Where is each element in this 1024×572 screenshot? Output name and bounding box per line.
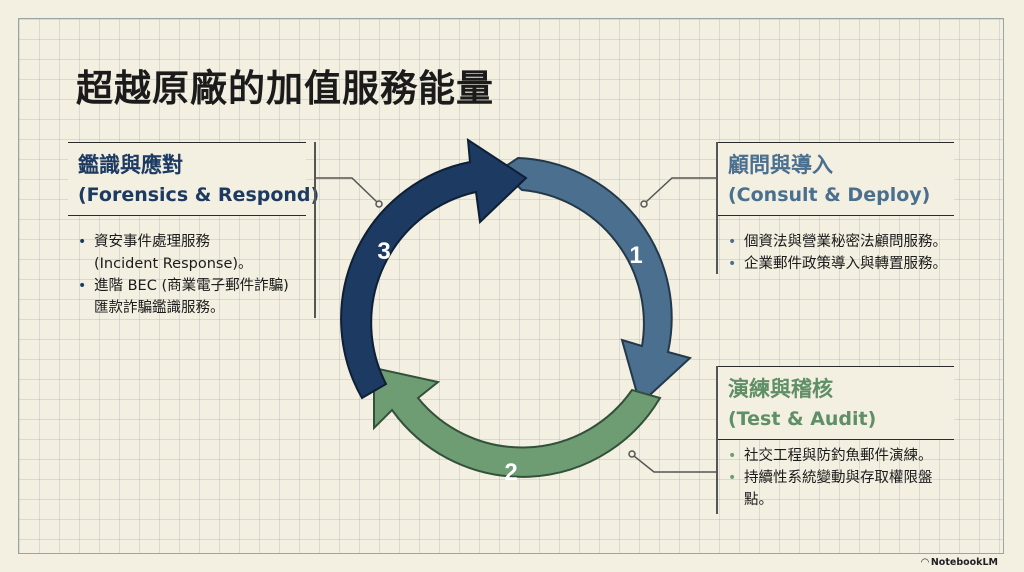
list-item: •資安事件處理服務: [78, 234, 210, 250]
step-1-number: 1: [629, 242, 642, 269]
list-item: •企業郵件政策導入與轉置服務。: [728, 256, 947, 272]
list-item: 點。: [744, 492, 773, 508]
list-item: (Incident Response)。: [94, 256, 253, 272]
arrow-arc-3: [340, 138, 528, 400]
arrow-arc-2: [373, 366, 662, 478]
grid-background: [18, 18, 1004, 554]
brand-label: ◠NotebookLM: [921, 557, 998, 568]
consult-heading: 顧問與導入: [728, 153, 833, 177]
forensics-bullets: •資安事件處理服務 (Incident Response)。 •進階 BEC (…: [78, 232, 312, 320]
page-title: 超越原廠的加值服務能量: [76, 67, 494, 110]
forensics-divider: [314, 142, 316, 318]
consult-bullets: •個資法與營業秘密法顧問服務。 •企業郵件政策導入與轉置服務。: [728, 232, 968, 276]
list-item: 匯款詐騙鑑識服務。: [94, 300, 225, 316]
forensics-header-box: 鑑識與應對 (Forensics & Respond): [68, 142, 319, 216]
connector-consult: [645, 177, 716, 203]
audit-heading: 演練與稽核: [728, 377, 833, 401]
step-3-number: 3: [377, 238, 390, 265]
connector-dot-audit: [628, 450, 636, 458]
connector-audit: [633, 455, 716, 473]
list-item: •持續性系統變動與存取權限盤: [728, 470, 933, 486]
connector-forensics: [316, 177, 379, 204]
connector-dot-forensics: [375, 200, 383, 208]
list-item: •進階 BEC (商業電子郵件詐騙): [78, 278, 289, 294]
brand-text: NotebookLM: [930, 557, 998, 568]
audit-subheading: (Test & Audit): [728, 408, 877, 430]
audit-header-box: 演練與稽核 (Test & Audit): [718, 366, 954, 440]
arrow-arc-1: [498, 156, 693, 406]
notebooklm-logo-icon: ◠: [921, 557, 929, 568]
forensics-heading: 鑑識與應對: [78, 153, 183, 177]
consult-subheading: (Consult & Deploy): [728, 184, 931, 206]
list-item: •個資法與營業秘密法顧問服務。: [728, 234, 947, 250]
audit-divider: [716, 366, 718, 514]
step-2-number: 2: [504, 459, 517, 486]
forensics-subheading: (Forensics & Respond): [78, 184, 320, 206]
audit-bullets: •社交工程與防釣魚郵件演練。 •持續性系統變動與存取權限盤 點。: [728, 446, 964, 512]
list-item: •社交工程與防釣魚郵件演練。: [728, 448, 933, 464]
consult-header-box: 顧問與導入 (Consult & Deploy): [718, 142, 954, 216]
consult-divider: [716, 142, 718, 274]
connector-dot-consult: [640, 200, 648, 208]
